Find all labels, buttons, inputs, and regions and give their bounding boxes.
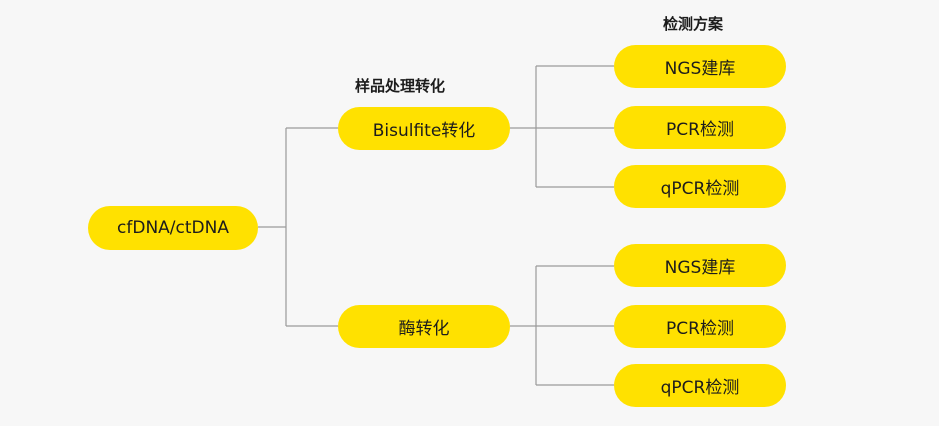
sample-processing-heading: 样品处理转化	[355, 77, 446, 95]
enzyme-conversion-node: 酶转化	[338, 305, 510, 348]
enzyme-pcr-node: PCR检测	[614, 305, 786, 348]
bisulfite-ngs-node: NGS建库	[614, 45, 786, 88]
detection-scheme-heading: 检测方案	[663, 15, 724, 33]
enzyme-ngs-node: NGS建库	[614, 244, 786, 287]
bisulfite-conversion-node: Bisulfite转化	[338, 107, 510, 150]
bisulfite-qpcr-node: qPCR检测	[614, 165, 786, 208]
enzyme-qpcr-node: qPCR检测	[614, 364, 786, 407]
bisulfite-pcr-node: PCR检测	[614, 106, 786, 149]
root-node: cfDNA/ctDNA	[88, 206, 258, 250]
